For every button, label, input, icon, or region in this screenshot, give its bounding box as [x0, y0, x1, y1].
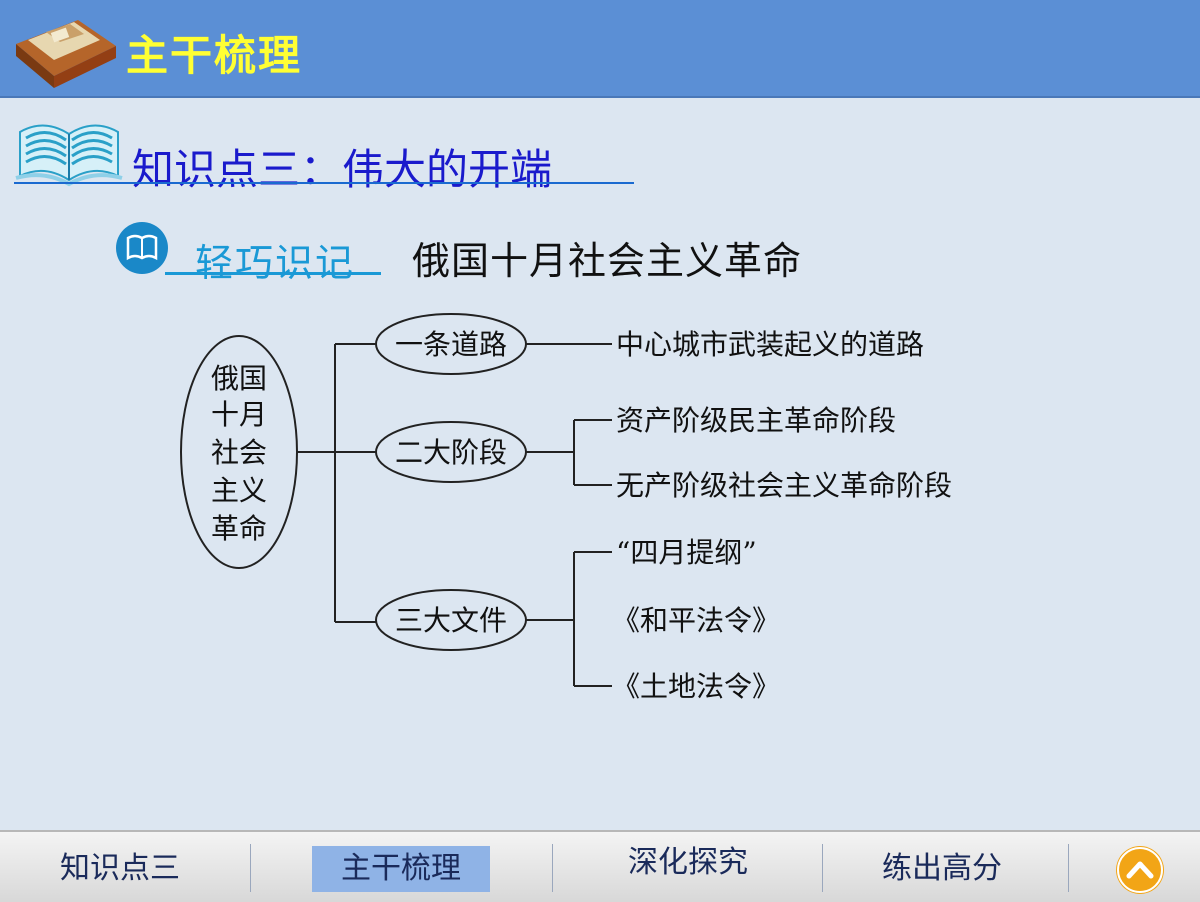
bottom-nav: 知识点三 主干梳理 深化探究 练出高分 — [0, 830, 1200, 902]
root-label-line-1: 俄国 — [211, 362, 267, 395]
nav-item-practice[interactable]: 练出高分 — [882, 851, 1002, 886]
nav-item-deep-inquiry[interactable]: 深化探究 — [628, 845, 748, 880]
section-title: 知识点三：伟大的开端 — [132, 145, 553, 194]
header-title: 主干梳理 — [126, 31, 303, 80]
leaf-label-3-3: 《土地法令》 — [612, 670, 780, 703]
section-underline — [14, 182, 634, 184]
leaf-label-1-1: 中心城市武装起义的道路 — [616, 328, 924, 361]
book-logo-icon — [16, 20, 116, 88]
branch-label-3: 三大文件 — [395, 604, 507, 637]
leaf-label-2-1: 资产阶级民主革命阶段 — [616, 404, 896, 437]
top-header: 主干梳理 — [0, 0, 1200, 98]
branch-label-1: 一条道路 — [395, 328, 507, 361]
nav-separator — [822, 844, 823, 892]
root-label-line-3: 社会 — [211, 436, 267, 469]
nav-separator — [250, 844, 251, 892]
root-label-line-2: 十月 — [211, 398, 267, 431]
root-label-line-4: 主义 — [211, 474, 267, 507]
memo-topic: 俄国十月社会主义革命 — [412, 239, 803, 283]
home-button[interactable] — [1116, 846, 1164, 894]
root-label-line-5: 革命 — [211, 512, 267, 545]
nav-separator — [552, 844, 553, 892]
memo-label: 轻巧识记 — [195, 241, 356, 285]
nav-separator — [1068, 844, 1069, 892]
mindmap-diagram: 俄国 十月 社会 主义 革命 一条道路 二大阶段 三大文件 中心城市武装起义的道… — [180, 313, 952, 703]
nav-item-knowledge-point-3[interactable]: 知识点三 — [60, 851, 180, 886]
branch-label-2: 二大阶段 — [395, 436, 507, 469]
open-book-icon — [126, 234, 158, 261]
open-books-icon — [15, 124, 123, 187]
nav-item-main-review[interactable]: 主干梳理 — [312, 846, 490, 892]
memo-underline — [165, 272, 381, 275]
leaf-label-2-2: 无产阶级社会主义革命阶段 — [616, 469, 952, 502]
leaf-label-3-1: “四月提纲” — [616, 536, 757, 569]
chevron-up-icon — [1117, 847, 1163, 893]
leaf-label-3-2: 《和平法令》 — [612, 604, 780, 637]
memo-badge — [116, 222, 168, 274]
